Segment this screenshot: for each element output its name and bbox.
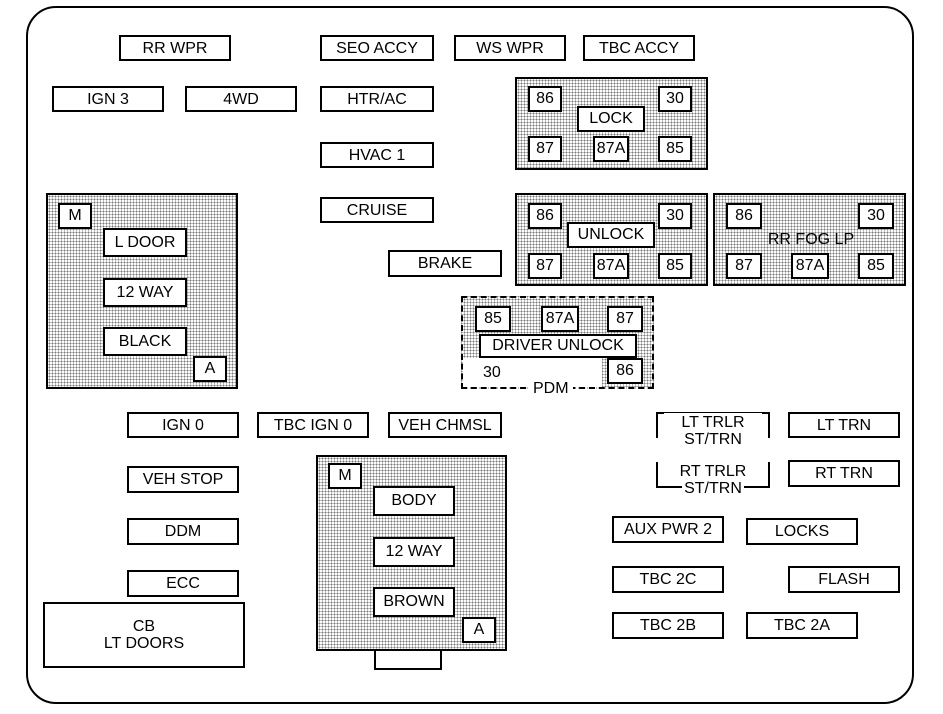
circuit-breaker-lt-doors: CB LT DOORS	[43, 602, 245, 668]
fuse-ign-3: IGN 3	[52, 86, 164, 112]
fuse-ign-0: IGN 0	[127, 412, 239, 438]
fuse-brake: BRAKE	[388, 250, 502, 277]
relay-unlock: 86 30 UNLOCK 87 87A 85	[515, 193, 708, 286]
fuse-tbc-2a: TBC 2A	[746, 612, 858, 639]
relay-lock: 86 30 LOCK 87 87A 85	[515, 77, 708, 170]
pdm-module-label: PDM	[529, 380, 573, 397]
fuse-ddm: DDM	[127, 518, 239, 545]
fuse-4wd: 4WD	[185, 86, 297, 112]
connector-body: M BODY 12 WAY BROWN A	[316, 455, 507, 651]
connector-m-marker: M	[328, 463, 362, 489]
connector-label-1: BODY	[373, 486, 455, 516]
connector-label-1: L DOOR	[103, 228, 187, 257]
relay-pin-85: 85	[858, 253, 894, 279]
connector-label-2: 12 WAY	[103, 278, 187, 307]
cb-label-line2: LT DOORS	[103, 635, 185, 652]
fuse-locks: LOCKS	[746, 518, 858, 545]
relay-pin-30: 30	[658, 203, 692, 229]
fuse-htr-ac: HTR/AC	[320, 86, 434, 112]
fuse-label-line2: ST/TRN	[682, 480, 744, 497]
fuse-rt-trlr-st-trn: RT TRLR ST/TRN	[664, 462, 762, 498]
fuse-tbc-accy: TBC ACCY	[583, 35, 695, 61]
relay-pin-30: 30	[858, 203, 894, 229]
relay-driver-unlock: 85 87A 87 DRIVER UNLOCK 30 PDM 86	[461, 296, 654, 397]
fuse-seo-accy: SEO ACCY	[320, 35, 434, 61]
connector-a-marker: A	[462, 617, 496, 643]
connector-label-3: BLACK	[103, 327, 187, 356]
fuse-cruise: CRUISE	[320, 197, 434, 223]
relay-pin-87a: 87A	[541, 306, 579, 332]
fuse-flash: FLASH	[788, 566, 900, 593]
fuse-veh-stop: VEH STOP	[127, 466, 239, 493]
fuse-rt-trn: RT TRN	[788, 460, 900, 487]
relay-pin-87a: 87A	[791, 253, 829, 279]
connector-a-marker: A	[193, 356, 227, 382]
relay-pin-87: 87	[528, 253, 562, 279]
connector-tab	[374, 649, 442, 670]
fuse-label-line2: ST/TRN	[684, 431, 742, 448]
fuse-ecc: ECC	[127, 570, 239, 597]
fuse-rr-wpr: RR WPR	[119, 35, 231, 61]
fuse-lt-trlr-st-trn: LT TRLR ST/TRN	[664, 413, 762, 449]
relay-pin-86: 86	[528, 86, 562, 112]
connector-m-marker: M	[58, 203, 92, 229]
relay-name-label: RR FOG LP	[767, 231, 855, 248]
relay-pin-87: 87	[607, 306, 643, 332]
relay-pin-85: 85	[475, 306, 511, 332]
fuse-tbc-ign-0: TBC IGN 0	[257, 412, 369, 438]
relay-pin-86: 86	[528, 203, 562, 229]
fuse-tbc-2b: TBC 2B	[612, 612, 724, 639]
connector-label-3: BROWN	[373, 587, 455, 617]
relay-pin-30: 30	[658, 86, 692, 112]
relay-pin-87a: 87A	[593, 253, 629, 279]
relay-pin-87: 87	[528, 136, 562, 162]
relay-pin-85: 85	[658, 253, 692, 279]
fuse-lt-trn: LT TRN	[788, 412, 900, 438]
connector-label-2: 12 WAY	[373, 537, 455, 567]
relay-name-label: UNLOCK	[567, 222, 655, 248]
relay-pin-87: 87	[726, 253, 762, 279]
relay-name-label: DRIVER UNLOCK	[479, 334, 637, 358]
relay-pin-87a: 87A	[593, 136, 629, 162]
fuse-ws-wpr: WS WPR	[454, 35, 566, 61]
fuse-hvac-1: HVAC 1	[320, 142, 434, 168]
relay-pin-85: 85	[658, 136, 692, 162]
relay-pin-86: 86	[726, 203, 762, 229]
relay-pin-30: 30	[483, 364, 501, 381]
fuse-label-line1: LT TRLR	[681, 414, 745, 431]
connector-l-door: M L DOOR 12 WAY BLACK A	[46, 193, 238, 389]
fuse-label-line1: RT TRLR	[677, 463, 749, 480]
cb-label-line1: CB	[132, 618, 156, 635]
relay-rr-fog-lp: 86 30 RR FOG LP 87 87A 85	[713, 193, 906, 286]
fuse-aux-pwr-2: AUX PWR 2	[612, 516, 724, 543]
fuse-tbc-2c: TBC 2C	[612, 566, 724, 593]
fuse-veh-chmsl: VEH CHMSL	[388, 412, 502, 438]
relay-pin-86: 86	[607, 358, 643, 384]
relay-name-label: LOCK	[577, 106, 645, 132]
